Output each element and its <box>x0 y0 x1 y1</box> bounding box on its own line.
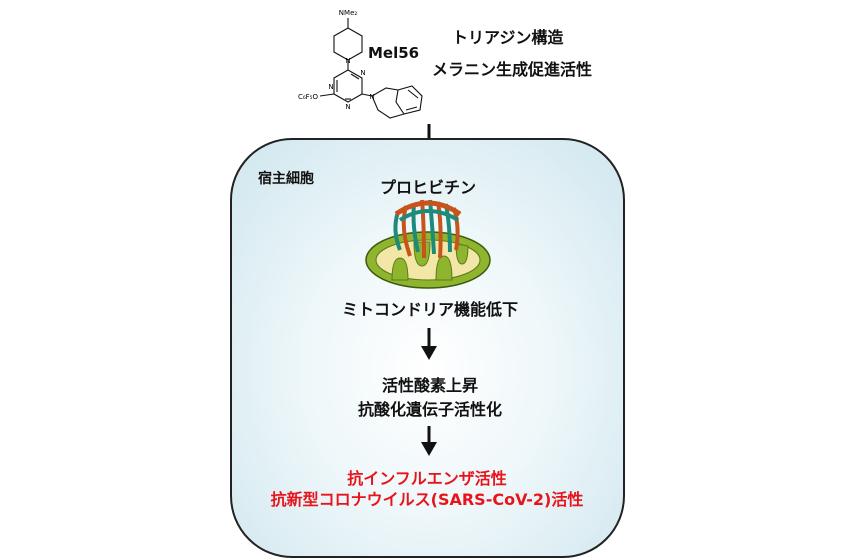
triazine-n1-label: N <box>360 69 365 77</box>
piperidine-n-label: N <box>345 57 350 65</box>
triazine-n3-label: N <box>345 103 350 111</box>
result-line2: 抗新型コロナウイルス(SARS-CoV-2)活性 <box>270 490 584 509</box>
result-line1: 抗インフルエンザ活性 <box>347 469 507 488</box>
prohibitin-complex <box>393 199 462 259</box>
protein-label: プロヒビチン <box>379 178 477 197</box>
compound-note-line1: トリアジン構造 <box>452 28 564 47</box>
compound-name: Mel56 <box>368 44 420 62</box>
triazine-n2-label: N <box>328 83 333 91</box>
host-cell-label: 宿主細胞 <box>258 171 314 187</box>
mitochondria-label: ミトコンドリア機能低下 <box>341 300 519 319</box>
ros-line1: 活性酸素上昇 <box>381 376 479 395</box>
benzazepine-n-label: N <box>369 93 374 101</box>
ros-line2: 抗酸化遺伝子活性化 <box>357 400 503 419</box>
c6f5o-label: C₆F₅O <box>298 93 319 101</box>
nme2-label: NMe₂ <box>339 9 358 17</box>
compound-note-line2: メラニン生成促進活性 <box>432 60 593 79</box>
